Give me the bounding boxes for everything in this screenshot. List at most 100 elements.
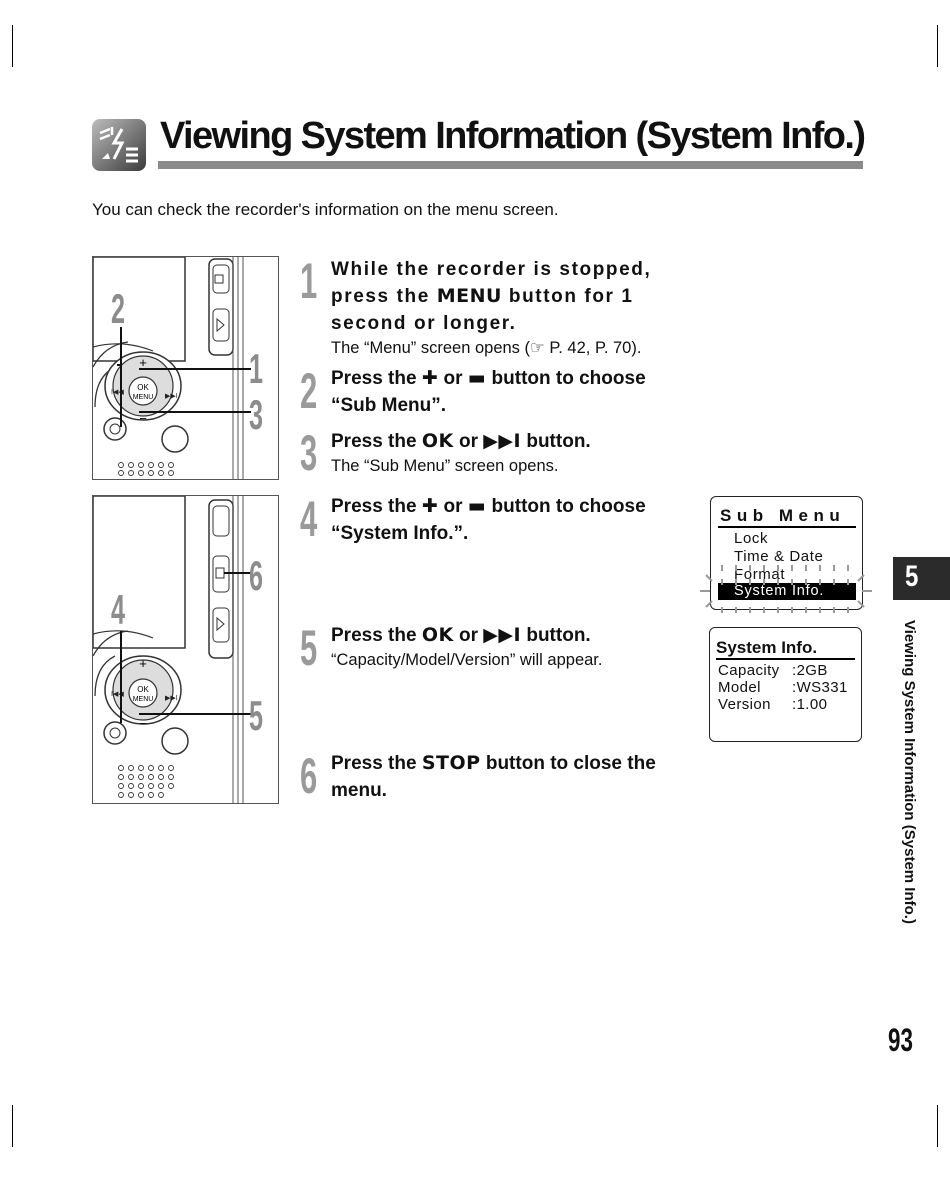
step-text: Press the <box>331 431 422 452</box>
step-text: Press the <box>331 753 422 774</box>
step-number: 1 <box>300 253 318 309</box>
step-number: 4 <box>300 491 318 547</box>
ok-key-label: OK <box>421 430 454 452</box>
plus-label: + <box>139 656 147 671</box>
step-note: “Capacity/Model/Version” will appear. <box>331 651 603 669</box>
step-1: While the recorder is stopped, press the… <box>331 256 681 359</box>
screen-title: Sub Menu <box>720 506 846 525</box>
step-text: button. <box>521 625 591 646</box>
step-text: Press the <box>331 368 422 389</box>
ok-button-label: OK <box>137 383 149 392</box>
intro-text: You can check the recorder's information… <box>92 200 559 219</box>
step-text: button to close the menu. <box>331 753 656 801</box>
step-text: or <box>453 625 484 646</box>
callout-label: 1 <box>249 347 263 393</box>
info-row-model: Model:WS331 <box>718 679 847 696</box>
crop-mark <box>937 1105 938 1147</box>
step-text: or <box>453 431 484 452</box>
step-number: 6 <box>300 748 318 804</box>
sub-menu-screen: Sub Menu Lock Time & Date Format System … <box>710 496 863 610</box>
menu-button-label: MENU <box>133 696 154 703</box>
step-instruction: While the recorder is stopped, press the… <box>331 256 681 337</box>
step-4: Press the ✚ or ▬ button to choose “Syste… <box>331 493 691 547</box>
minus-key-icon: ▬ <box>467 367 487 389</box>
step-text: or <box>438 368 468 389</box>
svg-text:▶▶I: ▶▶I <box>165 393 178 400</box>
title-underline <box>158 161 863 169</box>
info-label: Version <box>718 696 771 713</box>
recorder-illustration-top: OK MENU + − I◀◀ ▶▶I 2 1 3 <box>92 256 279 480</box>
chapter-number: 5 <box>905 560 919 593</box>
step-instruction: Press the STOP button to close the menu. <box>331 750 691 804</box>
info-value: :2GB <box>792 662 828 679</box>
step-text: button. <box>521 431 591 452</box>
step-number: 5 <box>300 620 318 676</box>
minus-key-icon: ▬ <box>467 495 487 517</box>
info-row-capacity: Capacity :2GB <box>718 662 827 679</box>
ok-button-label: OK <box>137 685 149 694</box>
info-row-version: Version :1.00 <box>718 696 827 713</box>
step-text: button to choose “Sub Menu”. <box>331 368 646 416</box>
side-caption-text: Viewing System Information (System Info.… <box>901 620 918 924</box>
step-3: Press the OK or ▶▶I button. The “Sub Men… <box>331 428 691 477</box>
crop-mark <box>937 25 938 67</box>
crop-mark <box>12 1105 13 1147</box>
plus-key-icon: ✚ <box>421 495 439 517</box>
callout-label: 5 <box>249 694 263 740</box>
recorder-illustration-bottom: OK MENU + − I◀◀ ▶▶I 6 4 5 <box>92 495 279 804</box>
step-text: While the recorder is stopped, press the <box>331 259 652 307</box>
page-title: Viewing System Information (System Info.… <box>160 115 866 157</box>
step-text: button for 1 second or longer. <box>331 286 634 334</box>
step-note: The “Sub Menu” screen opens. <box>331 457 559 475</box>
svg-text:I◀◀: I◀◀ <box>111 389 124 396</box>
step-6: Press the STOP button to close the menu. <box>331 750 691 804</box>
page-number: 93 <box>888 1022 913 1058</box>
step-instruction: Press the ✚ or ▬ button to choose “Sub M… <box>331 365 691 419</box>
step-number: 3 <box>300 425 318 481</box>
svg-text:I◀◀: I◀◀ <box>111 691 124 698</box>
minus-label: − <box>139 411 147 426</box>
step-instruction: Press the ✚ or ▬ button to choose “Syste… <box>331 493 691 547</box>
fast-forward-key-icon: ▶▶I <box>483 624 522 646</box>
ok-key-label: OK <box>421 624 454 646</box>
step-text: Press the <box>331 496 422 517</box>
screen-title: System Info. <box>716 638 818 657</box>
step-text: Press the <box>331 625 422 646</box>
callout-label: 4 <box>111 588 126 634</box>
selected-item-label: System Info. <box>734 583 825 599</box>
minus-label: − <box>139 716 147 731</box>
fast-forward-key-icon: ▶▶I <box>483 430 522 452</box>
menu-item-format: Format <box>734 566 786 583</box>
svg-text:▶▶I: ▶▶I <box>165 695 178 702</box>
screen-divider <box>716 658 855 660</box>
info-label: Capacity <box>718 662 780 679</box>
crop-mark <box>12 25 13 67</box>
system-info-screen: System Info. Capacity :2GB Model:WS331 Ve… <box>709 627 862 742</box>
plus-label: + <box>139 355 147 370</box>
stop-key-label: STOP <box>421 752 481 774</box>
step-text: or <box>438 496 468 517</box>
side-caption: Viewing System Information (System Info.… <box>898 620 918 980</box>
callout-label: 3 <box>249 393 263 439</box>
screen-divider <box>718 526 856 528</box>
step-number: 2 <box>300 363 318 419</box>
callout-label: 2 <box>111 287 125 333</box>
menu-item-system-info-selected: System Info. <box>718 583 856 600</box>
plus-key-icon: ✚ <box>421 367 439 389</box>
menu-item-time-date: Time & Date <box>734 548 824 565</box>
callout-label: 6 <box>249 554 263 600</box>
step-instruction: Press the OK or ▶▶I button. <box>331 428 691 455</box>
menu-item-lock: Lock <box>734 530 769 547</box>
step-text: button to choose “System Info.”. <box>331 496 646 544</box>
info-value: :1.00 <box>792 696 828 713</box>
menu-key-label: MENU <box>436 285 502 307</box>
step-5: Press the OK or ▶▶I button. “Capacity/Mo… <box>331 622 691 671</box>
blink-indicator-icon <box>700 565 872 613</box>
chapter-tab: 5 <box>893 557 950 600</box>
info-label: Model <box>718 679 761 696</box>
step-note: The “Menu” screen opens (☞ P. 42, P. 70)… <box>331 339 642 357</box>
step-2: Press the ✚ or ▬ button to choose “Sub M… <box>331 365 691 419</box>
menu-button-label: MENU <box>133 394 154 401</box>
step-instruction: Press the OK or ▶▶I button. <box>331 622 691 649</box>
system-menu-icon <box>92 119 146 171</box>
